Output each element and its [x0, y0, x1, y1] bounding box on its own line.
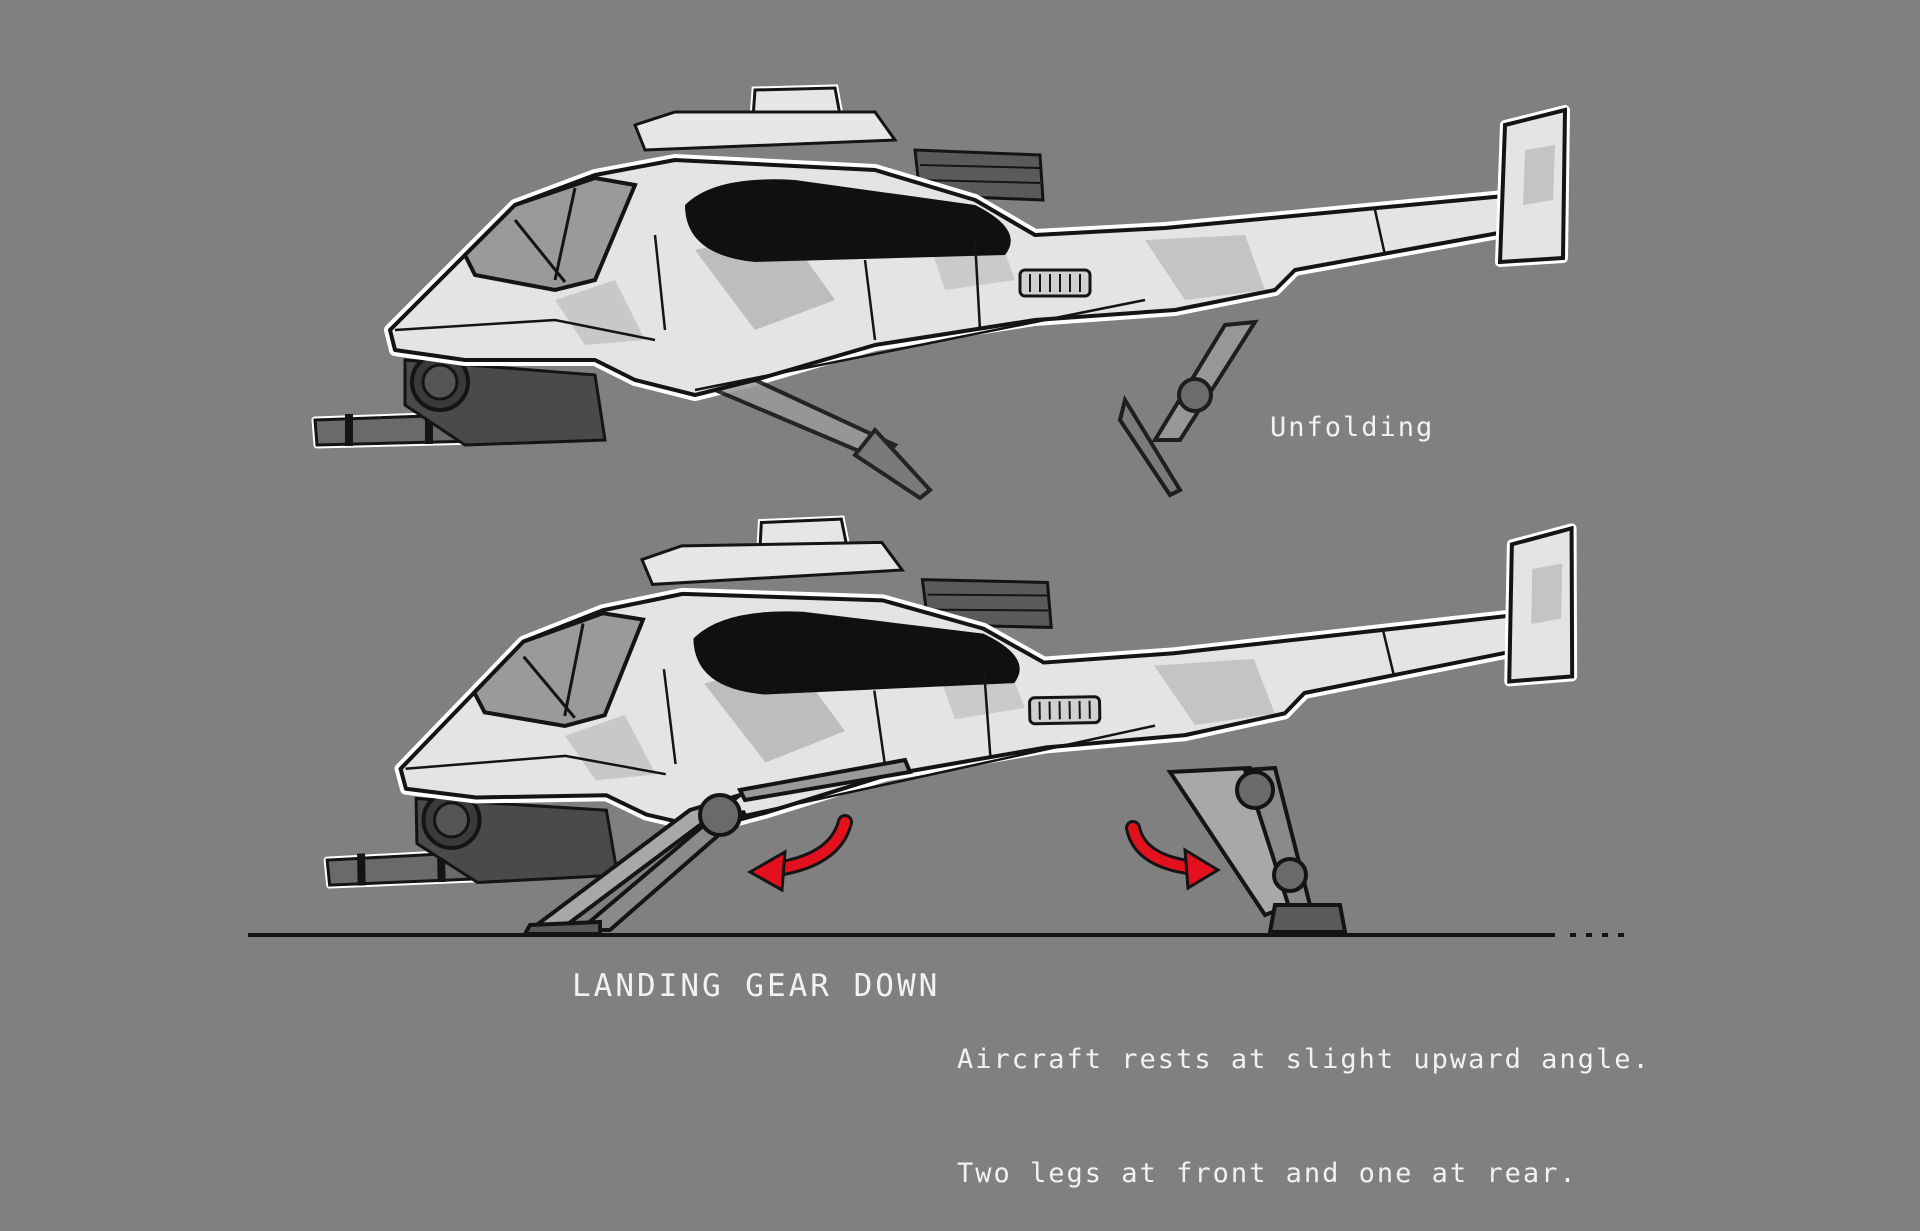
rear-landing-gear: [1166, 765, 1348, 934]
description-line-1: Aircraft rests at slight upward angle.: [957, 1044, 1651, 1075]
landing-gear-down-label: LANDING GEAR DOWN: [572, 968, 941, 1004]
unfolding-label: Unfolding: [1270, 412, 1435, 443]
description-line-2: Two legs at front and one at rear.: [957, 1158, 1578, 1189]
description-text: Aircraft rests at slight upward angle. T…: [957, 965, 1651, 1231]
concept-sketch-sheet: Unfolding LANDING GEAR DOWN Aircraft res…: [248, 0, 1649, 1189]
front-landing-gear: [521, 757, 913, 936]
aircraft-unfolding: [315, 88, 1565, 501]
aircraft-landed: [321, 506, 1577, 886]
rear-gear-rotation-arrow: [1125, 820, 1221, 891]
sketch-artwork: [248, 0, 1630, 937]
front-gear-rotation-arrow: [746, 814, 853, 893]
